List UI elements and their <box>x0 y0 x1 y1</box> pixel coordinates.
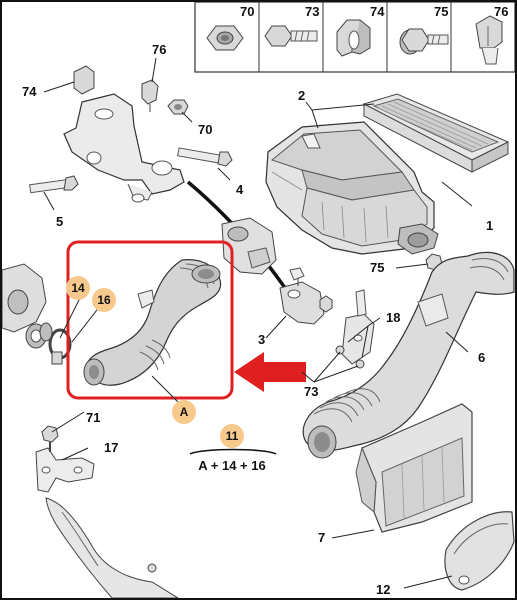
pointer-arrow-icon <box>234 352 306 392</box>
fastener-76-label: 76 <box>494 4 508 19</box>
badge-A-label: A <box>180 405 189 419</box>
fastener-74-label: 74 <box>370 4 385 19</box>
callout-7: 7 <box>318 530 325 545</box>
stud-4 <box>177 147 233 167</box>
callout-2: 2 <box>298 88 305 103</box>
bracket-18 <box>335 289 375 369</box>
callout-71: 71 <box>86 410 100 425</box>
kit-bracket <box>189 448 277 455</box>
kit-formula: A + 14 + 16 <box>198 458 265 473</box>
air-filter-element <box>362 93 510 173</box>
air-filter-housing <box>265 121 439 255</box>
badge-16-label: 16 <box>97 293 111 307</box>
rivet-clip-icon <box>475 15 503 65</box>
splash-shield <box>444 511 515 591</box>
seal-14 <box>39 322 53 342</box>
callout-3: 3 <box>258 332 265 347</box>
hex-bolt-icon <box>264 25 318 47</box>
nut-70-left <box>167 99 189 115</box>
stud-5 <box>29 175 79 194</box>
callout-75: 75 <box>370 260 384 275</box>
air-inlet-duct <box>302 251 515 459</box>
callout-12: 12 <box>376 582 390 597</box>
engine-bracket <box>63 93 185 203</box>
badge-16: 16 <box>92 288 116 312</box>
callout-1: 1 <box>486 218 493 233</box>
callout-73: 73 <box>304 384 318 399</box>
fastener-73-label: 73 <box>305 4 319 19</box>
callout-76: 76 <box>152 42 166 57</box>
fastener-70-label: 70 <box>240 4 254 19</box>
push-clip-icon <box>336 19 371 57</box>
callout-74: 74 <box>22 84 37 99</box>
fastener-strip: 70 73 74 75 76 <box>194 2 515 73</box>
leader-lines <box>43 57 473 589</box>
air-intake-duct <box>221 217 277 275</box>
badge-A: A <box>172 400 196 424</box>
intake-hose-A <box>83 259 222 386</box>
highlight-frame <box>66 240 234 400</box>
fastener-75-label: 75 <box>434 4 448 19</box>
badge-14-label: 14 <box>71 281 85 295</box>
air-guide-panel <box>355 403 473 533</box>
flange-bolt-icon <box>399 28 449 55</box>
clip-76-left <box>141 79 159 112</box>
callout-6: 6 <box>478 350 485 365</box>
bracket-17 <box>35 447 95 493</box>
callout-4: 4 <box>236 182 244 197</box>
callout-17: 17 <box>104 440 118 455</box>
throttle-body <box>2 263 47 349</box>
clamp-16 <box>48 328 72 365</box>
badge-11-label: 11 <box>226 429 239 443</box>
hex-nut-icon <box>206 25 244 51</box>
clip-74-left <box>73 65 95 95</box>
bolt-71 <box>41 425 59 452</box>
callout-70: 70 <box>198 122 212 137</box>
lower-duct <box>45 497 179 598</box>
badge-14: 14 <box>66 276 90 300</box>
badge-11: 11 <box>220 424 244 448</box>
valve-bracket <box>279 267 333 325</box>
callout-5: 5 <box>56 214 63 229</box>
callout-18: 18 <box>386 310 400 325</box>
